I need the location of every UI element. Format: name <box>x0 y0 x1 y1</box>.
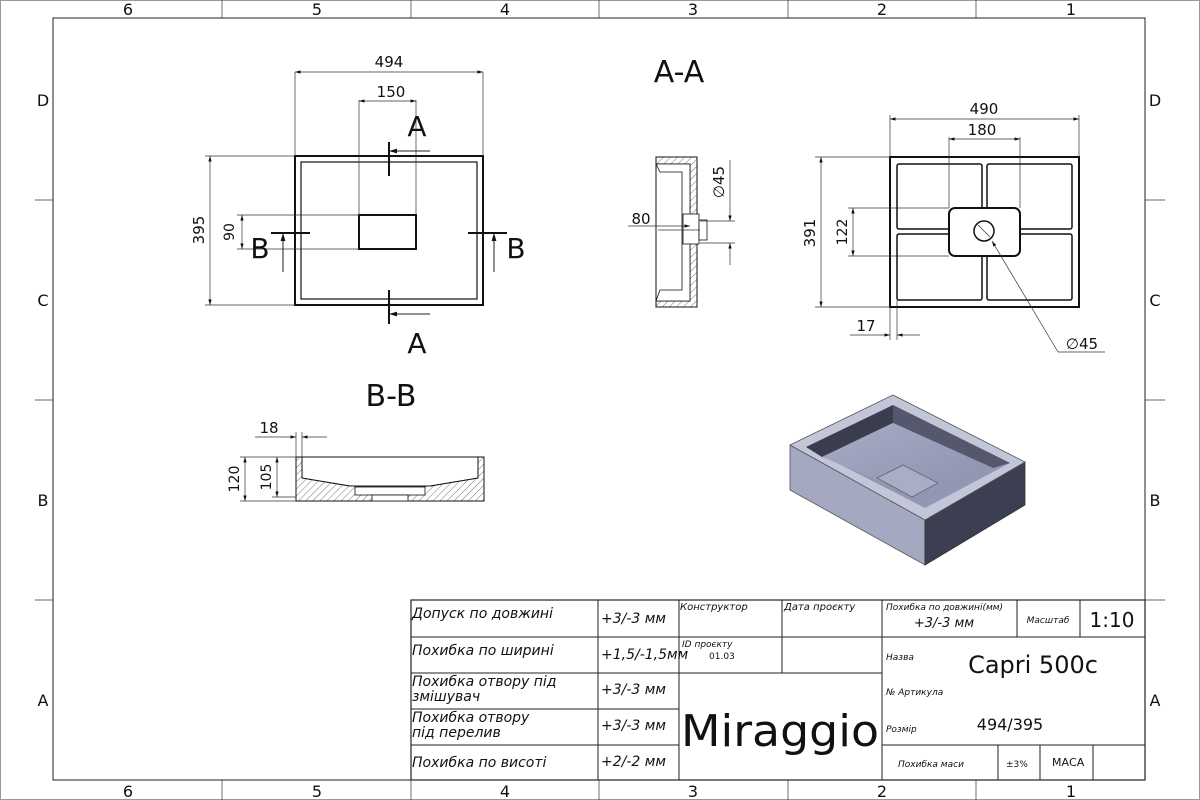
project-date-label: Дата проєкту <box>783 602 856 613</box>
section-bb-title: B-B <box>366 379 417 414</box>
project-id-value: 01.03 <box>709 652 735 662</box>
bottom-view: 490 180 391 122 17 ∅45 <box>801 100 1105 353</box>
dimension-drain-width: 150 <box>377 83 406 101</box>
tolerance-value: +1,5/-1,5мм <box>601 647 689 663</box>
column-label: 6 <box>123 0 133 19</box>
row-label: B <box>38 491 49 510</box>
section-marker-b: B <box>250 232 269 265</box>
brand-logo: Miraggio <box>681 706 879 757</box>
tolerance-value: +2/-2 мм <box>601 754 666 770</box>
dimension-height-inner: 105 <box>259 464 275 491</box>
tolerance-label: Похибка по висоті <box>412 755 547 771</box>
top-view: 494 150 395 90 A A B B <box>190 53 526 360</box>
tolerance-label: Похибка отвору під <box>412 674 556 690</box>
tolerance-label: під перелив <box>412 725 501 741</box>
tolerance-label: Допуск по довжині <box>411 606 553 622</box>
column-label: 3 <box>688 0 698 19</box>
row-label: D <box>1149 91 1161 110</box>
row-label: C <box>1149 291 1160 310</box>
column-label: 1 <box>1066 782 1076 800</box>
mass-label: МАСА <box>1052 756 1085 769</box>
mass-tolerance-label: Похибка маси <box>898 760 964 770</box>
designer-label: Конструктор <box>680 602 748 613</box>
tolerance-value: +3/-3 мм <box>601 611 666 627</box>
section-marker-a: A <box>407 327 426 360</box>
size-label: Розмір <box>886 725 917 735</box>
row-label: D <box>37 91 49 110</box>
row-label: A <box>1150 691 1161 710</box>
column-label: 4 <box>500 0 510 19</box>
dimension-drain-depth: 90 <box>222 223 238 241</box>
column-label: 5 <box>312 782 322 800</box>
dimension-center-depth: 122 <box>835 219 851 246</box>
dimension-80: 80 <box>631 210 650 228</box>
zone-labels: 6 5 4 3 2 1 6 5 4 3 2 1 D C B A D C B A <box>37 0 1161 800</box>
dimension-height-total: 120 <box>227 466 243 493</box>
tolerance-label: змішувач <box>412 689 480 705</box>
row-label: A <box>38 691 49 710</box>
section-aa-view: A-A 80 ∅45 <box>628 55 735 308</box>
column-label: 6 <box>123 782 133 800</box>
dimension-wall: 17 <box>856 317 875 335</box>
column-label: 3 <box>688 782 698 800</box>
dimension-depth: 395 <box>190 216 208 245</box>
section-marker-a: A <box>407 110 426 143</box>
dimension-depth: 391 <box>801 219 819 248</box>
title-block: Допуск по довжині +3/-3 мм Похибка по ши… <box>410 599 1146 781</box>
article-label: № Артикула <box>885 688 943 698</box>
dimension-width: 494 <box>375 53 404 71</box>
section-aa-title: A-A <box>654 55 705 90</box>
name-label: Назва <box>886 653 914 663</box>
row-label: B <box>1150 491 1161 510</box>
length-tolerance-value: +3/-3 мм <box>914 616 974 631</box>
column-label: 4 <box>500 782 510 800</box>
tolerance-label: Похибка отвору <box>412 710 530 726</box>
row-label: C <box>37 291 48 310</box>
section-marker-b: B <box>506 232 525 265</box>
product-name: Capri 500c <box>968 651 1098 679</box>
scale-value: 1:10 <box>1090 608 1135 632</box>
length-tolerance-label: Похибка по довжині(мм) <box>886 603 1003 613</box>
tolerance-value: +3/-3 мм <box>601 718 666 734</box>
column-label: 2 <box>877 782 887 800</box>
section-bb-view: B-B 18 120 105 <box>227 379 485 502</box>
dimension-wall: 18 <box>259 419 278 437</box>
column-label: 5 <box>312 0 322 19</box>
tolerance-label: Похибка по ширині <box>412 643 554 659</box>
dimension-diameter-45: ∅45 <box>710 166 728 198</box>
size-value: 494/395 <box>977 715 1043 734</box>
column-label: 2 <box>877 0 887 19</box>
tolerance-value: +3/-3 мм <box>601 682 666 698</box>
scale-label: Масштаб <box>1027 616 1070 626</box>
mass-tolerance-value: ±3% <box>1006 760 1028 770</box>
column-label: 1 <box>1066 0 1076 19</box>
isometric-render <box>789 394 1026 566</box>
project-id-label: ID проєкту <box>682 640 733 650</box>
dimension-center-width: 180 <box>968 121 997 139</box>
dimension-width: 490 <box>970 100 999 118</box>
dimension-diameter-45: ∅45 <box>1066 335 1098 353</box>
